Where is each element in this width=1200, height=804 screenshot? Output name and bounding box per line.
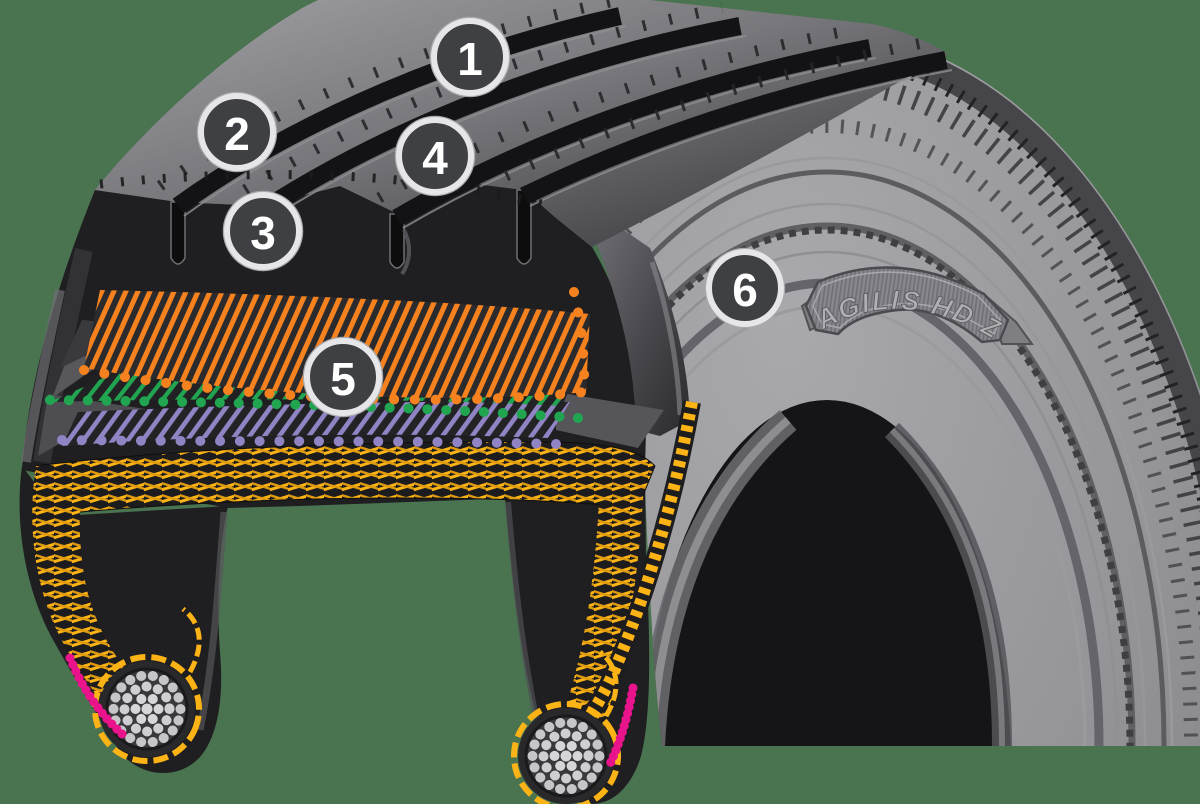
callout-outer-ring: [196, 91, 278, 173]
bead-wire-ring: [527, 717, 605, 795]
bead-wire-center: [141, 703, 153, 715]
sidewall-ring: [560, 250, 1119, 746]
bead-wrap-hook: [598, 650, 619, 718]
ply-end-flap: [38, 394, 165, 456]
callout-label: 5: [330, 353, 356, 405]
carcass-turnup-yellow: [573, 400, 698, 735]
bead-center: [511, 650, 621, 804]
circumferential-groove: [258, 17, 742, 218]
callout-5[interactable]: 5: [302, 336, 384, 418]
sidewall-ring: [560, 222, 1136, 746]
callout-label: 6: [732, 264, 758, 316]
bead-wrap-yellow: [511, 701, 621, 804]
groove-profile: [170, 201, 186, 265]
bead-wire-ring: [549, 739, 583, 773]
chafer-dots-left: [65, 653, 127, 739]
groove-highlight: [183, 25, 627, 217]
bead-wrap-yellow: [92, 654, 202, 764]
callout-3[interactable]: 3: [222, 190, 304, 272]
tread-front-edge-ticks: [99, 170, 558, 213]
callout-label: 2: [224, 108, 250, 160]
callout-outer-ring: [429, 16, 511, 98]
shoulder-cut-streak: [649, 261, 683, 416]
carcass-ply-yellow-center-leg: [562, 470, 644, 736]
ply-end-flap: [556, 392, 664, 448]
bead-wire-ring: [130, 692, 164, 726]
callout-ring: [396, 117, 474, 195]
groove-highlight: [268, 35, 747, 221]
cutaway-section: [19, 0, 953, 804]
callout-label: 4: [422, 132, 448, 184]
callout-label: 3: [250, 207, 276, 259]
carcass-ply-yellow-crown: [35, 441, 656, 515]
sipe-tail: [400, 229, 411, 276]
callout-ring: [431, 18, 509, 96]
sidewall-ring: [560, 202, 1147, 746]
callout-ring: [224, 192, 302, 270]
callout-outer-ring: [394, 115, 476, 197]
bead-wire-ring: [108, 670, 186, 748]
callout-ring: [198, 93, 276, 171]
bead-wrap-hook: [181, 607, 202, 674]
groove-profile: [516, 189, 532, 265]
bead-wire-ring: [538, 728, 594, 784]
callout-6[interactable]: 6: [704, 247, 786, 329]
cut-edge-streak: [21, 288, 65, 463]
wheel-bore: [643, 400, 1011, 746]
bead-wire-center: [560, 750, 572, 762]
leg-left-inner-highlight: [196, 511, 228, 731]
callout-outer-ring: [302, 336, 384, 418]
circumferential-groove: [520, 51, 948, 205]
callout-label: 1: [457, 33, 483, 85]
callout-outer-ring: [222, 190, 304, 272]
carcass-ply-yellow-left-leg: [32, 466, 152, 722]
belt-orange-cord-dots: [79, 287, 590, 405]
shoulder-sipes-row2: [560, 119, 1198, 746]
bore-liner-right-highlight: [889, 427, 1005, 746]
branding-plaque-trim: [812, 271, 1001, 336]
groove-profile: [389, 213, 405, 269]
shoulder-cut-face: [580, 200, 690, 436]
callout-2[interactable]: 2: [196, 91, 278, 173]
bead-wire-ring: [119, 681, 175, 737]
sidewall-ring: [560, 169, 1167, 746]
callout-ring: [304, 338, 382, 416]
callout-outer-ring: [704, 247, 786, 329]
sidewall-ring: [560, 156, 1174, 746]
groove-highlight: [402, 57, 877, 229]
callouts: 1 2 3 4 5 6: [196, 16, 786, 418]
groove-highlight: [529, 69, 953, 207]
callout-4[interactable]: 4: [394, 115, 476, 197]
groove-edge-highlights: [183, 25, 953, 229]
chafer-dots-center: [603, 683, 638, 773]
callout-1[interactable]: 1: [429, 16, 511, 98]
callout-ring: [706, 249, 784, 327]
